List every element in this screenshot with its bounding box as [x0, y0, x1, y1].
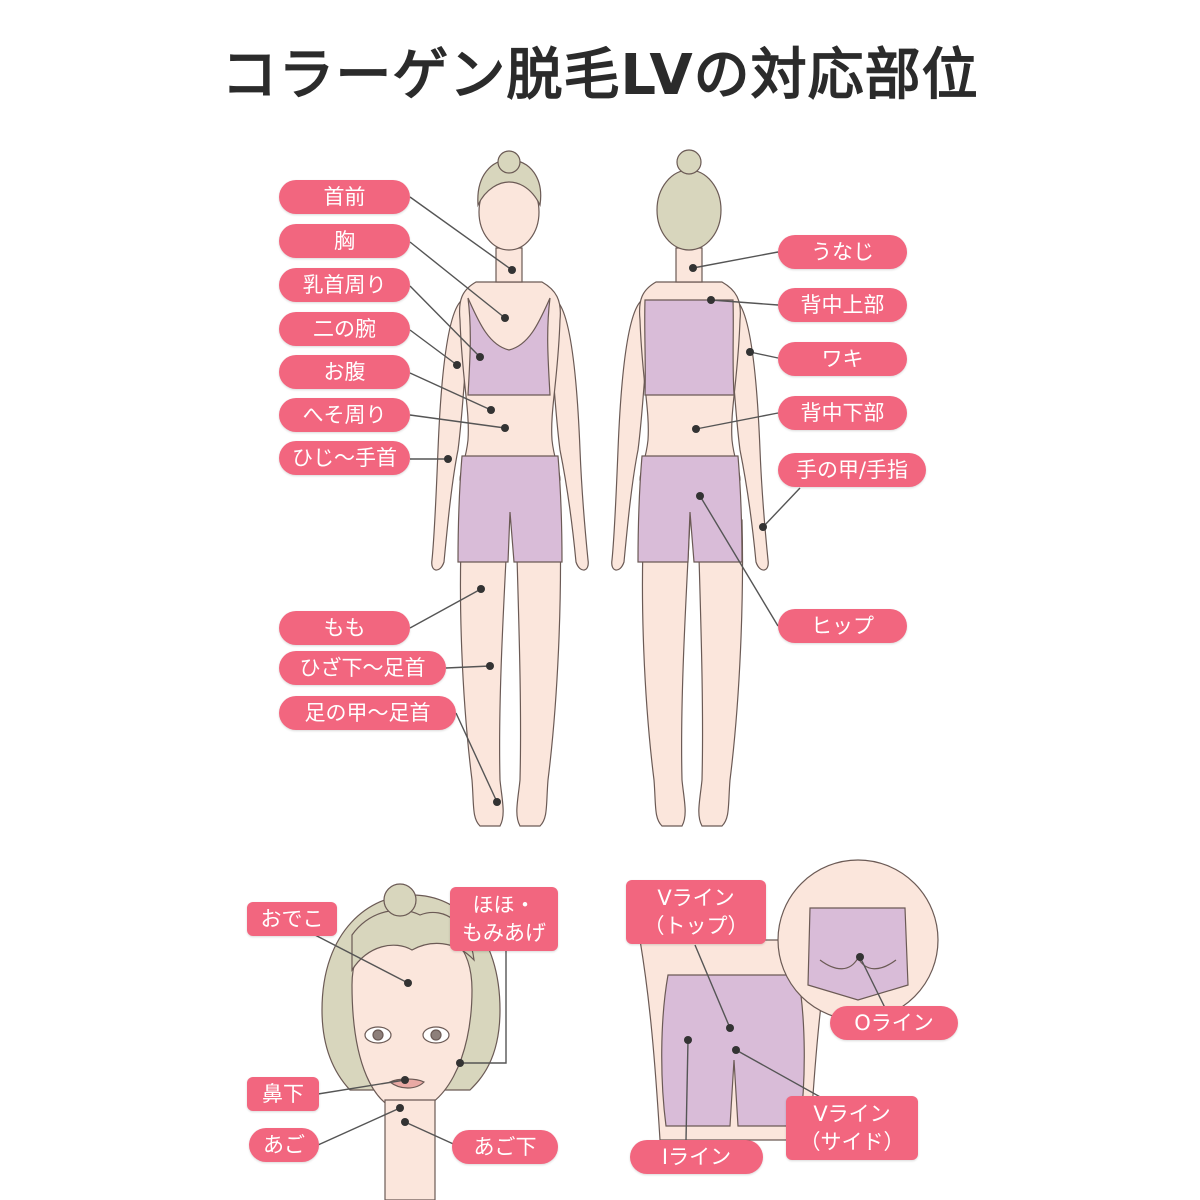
vio-figure [639, 859, 939, 1141]
front-body-figure [431, 150, 589, 827]
label-v-line-top: Vライン （トップ） [626, 880, 766, 944]
label-armpit: ワキ [778, 342, 907, 376]
label-forehead: おでこ [247, 902, 337, 936]
label-under-nose: 鼻下 [247, 1077, 319, 1111]
leader-lines [314, 196, 893, 1148]
label-upper-back: 背中上部 [778, 288, 907, 322]
label-cheek-sideburns: ほほ・ もみあげ [450, 887, 558, 951]
label-v-line-top-line1: Vライン [657, 886, 735, 910]
label-chest: 胸 [279, 224, 410, 258]
label-cheek-sideburns-line2: もみあげ [462, 921, 546, 945]
label-under-chin: あご下 [452, 1130, 558, 1164]
face-figure [321, 883, 501, 1200]
label-hip: ヒップ [778, 609, 907, 643]
label-navel-area: へそ周り [279, 398, 410, 432]
label-hand-fingers: 手の甲/手指 [778, 453, 926, 487]
label-cheek-sideburns-line1: ほほ・ [472, 893, 536, 917]
label-v-line-side-line1: Vライン [813, 1102, 891, 1126]
label-nape: うなじ [778, 235, 907, 269]
label-o-line: Oライン [830, 1006, 958, 1040]
label-i-line: Iライン [630, 1140, 763, 1174]
label-lower-back: 背中下部 [778, 396, 907, 430]
label-stomach: お腹 [279, 355, 410, 389]
label-nipple-area: 乳首周り [279, 268, 410, 302]
back-body-figure [611, 149, 769, 827]
label-elbow-wrist: ひじ〜手首 [279, 441, 410, 475]
label-neck-front: 首前 [279, 180, 410, 214]
label-v-line-side: Vライン （サイド） [786, 1096, 918, 1160]
label-chin: あご [249, 1128, 319, 1162]
label-below-knee-ankle: ひざ下〜足首 [279, 651, 446, 685]
label-v-line-side-line2: （サイド） [799, 1130, 905, 1154]
page-title: コラーゲン脱毛LVの対応部位 [221, 43, 979, 108]
label-v-line-top-line2: （トップ） [643, 914, 749, 938]
label-upper-arm: 二の腕 [279, 312, 410, 346]
area-dots [396, 264, 864, 1126]
label-instep-ankle: 足の甲〜足首 [279, 696, 456, 730]
label-thigh: もも [279, 611, 410, 645]
